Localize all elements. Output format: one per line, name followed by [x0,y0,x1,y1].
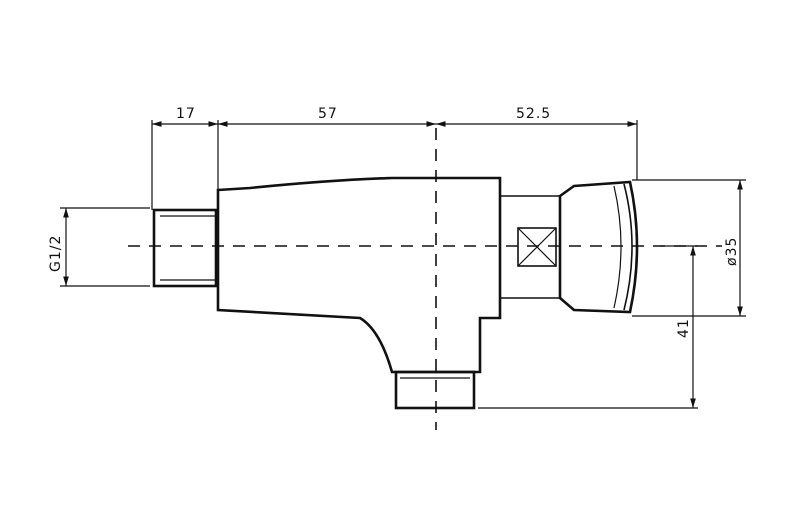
inlet-thread-nipple [152,208,218,288]
dimension-label-inlet: 17 [176,106,196,122]
dimension-label-outlet-drop: 41 [676,318,692,338]
square-drive-cross-b [517,227,557,267]
dimension-label-cap: 52.5 [516,106,551,122]
push-button-face-inner [613,185,622,309]
push-button-cap [558,180,639,314]
dimension-label-thread: G1/2 [48,235,64,272]
push-button-face [623,183,633,311]
outlet-thread-nipple [394,370,476,410]
dimension-label-cap-diameter: ø35 [724,237,740,266]
valve-body [216,176,502,374]
dimension-label-body: 57 [318,106,338,122]
square-drive [517,227,557,267]
